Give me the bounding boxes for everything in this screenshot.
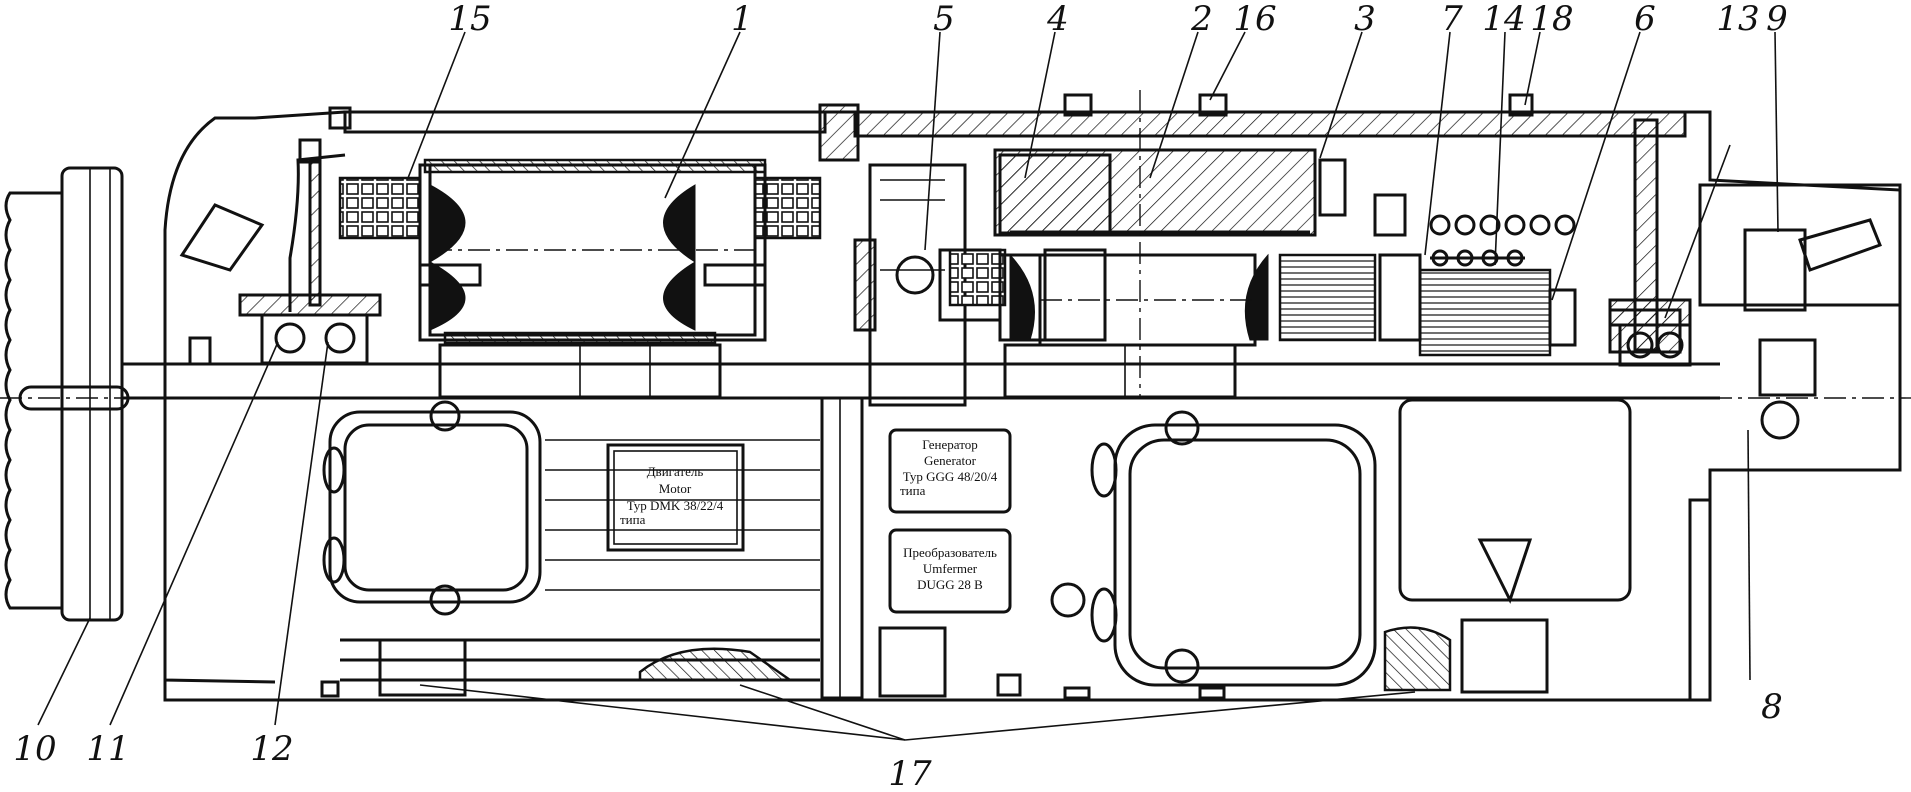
generator-plate-line3: Typ GGG 48/20/4 bbox=[903, 469, 998, 484]
motor-plate-line3: Typ DMK 38/22/4 bbox=[627, 498, 724, 513]
motor-plate-line2: Motor bbox=[659, 481, 692, 496]
motor-terminal-box bbox=[322, 400, 820, 616]
label-6: 6 bbox=[1634, 0, 1656, 39]
generator-plate-line4: типа bbox=[900, 483, 926, 498]
exciter-assembly bbox=[1278, 93, 1577, 357]
commutator-assembly bbox=[853, 163, 1237, 407]
converter-nameplate: Преобразователь Umfermer DUGG 28 B bbox=[888, 528, 1012, 614]
label-11: 11 bbox=[86, 729, 129, 769]
label-13: 13 bbox=[1716, 0, 1759, 39]
motor-plate-line4: типа bbox=[620, 512, 646, 527]
label-7: 7 bbox=[1441, 0, 1463, 39]
shaft bbox=[0, 362, 1911, 400]
converter-plate-line3: DUGG 28 B bbox=[917, 577, 983, 592]
label-12: 12 bbox=[250, 729, 293, 769]
label-4: 4 bbox=[1046, 0, 1069, 39]
leader-lines bbox=[37, 31, 1779, 741]
label-3: 3 bbox=[1354, 0, 1376, 39]
right-end-assembly bbox=[1608, 183, 1902, 702]
converter-plate-line1: Преобразователь bbox=[903, 545, 997, 560]
converter-plate-line2: Umfermer bbox=[923, 561, 978, 576]
generator-plate-line2: Generator bbox=[924, 453, 977, 468]
label-5: 5 bbox=[933, 0, 955, 39]
reference-numerals: 15 1 5 4 2 16 3 7 14 18 6 13 9 10 11 12 … bbox=[13, 0, 1787, 792]
motor bbox=[338, 158, 822, 399]
pulley bbox=[4, 166, 130, 622]
motor-plate-line1: Двигатель bbox=[647, 464, 704, 479]
motor-nameplate: Двигатель Motor Typ DMK 38/22/4 типа bbox=[606, 443, 745, 552]
label-9: 9 bbox=[1766, 0, 1788, 39]
brush-row-upper bbox=[1429, 214, 1576, 236]
housing bbox=[163, 103, 1902, 702]
generator-plate-line1: Генератор bbox=[922, 437, 977, 452]
left-end-shield bbox=[179, 106, 382, 366]
generator-terminal-box bbox=[1050, 398, 1632, 687]
label-14: 14 bbox=[1482, 0, 1525, 39]
label-15: 15 bbox=[448, 0, 491, 39]
label-10: 10 bbox=[13, 729, 56, 769]
label-18: 18 bbox=[1530, 0, 1573, 39]
label-17: 17 bbox=[888, 754, 932, 792]
brush-row-lower bbox=[1430, 249, 1525, 267]
label-16: 16 bbox=[1233, 0, 1276, 39]
label-8: 8 bbox=[1761, 687, 1783, 727]
label-2: 2 bbox=[1190, 0, 1213, 39]
label-1: 1 bbox=[731, 0, 753, 39]
generator-nameplate: Генератор Generator Typ GGG 48/20/4 типа bbox=[888, 428, 1012, 514]
